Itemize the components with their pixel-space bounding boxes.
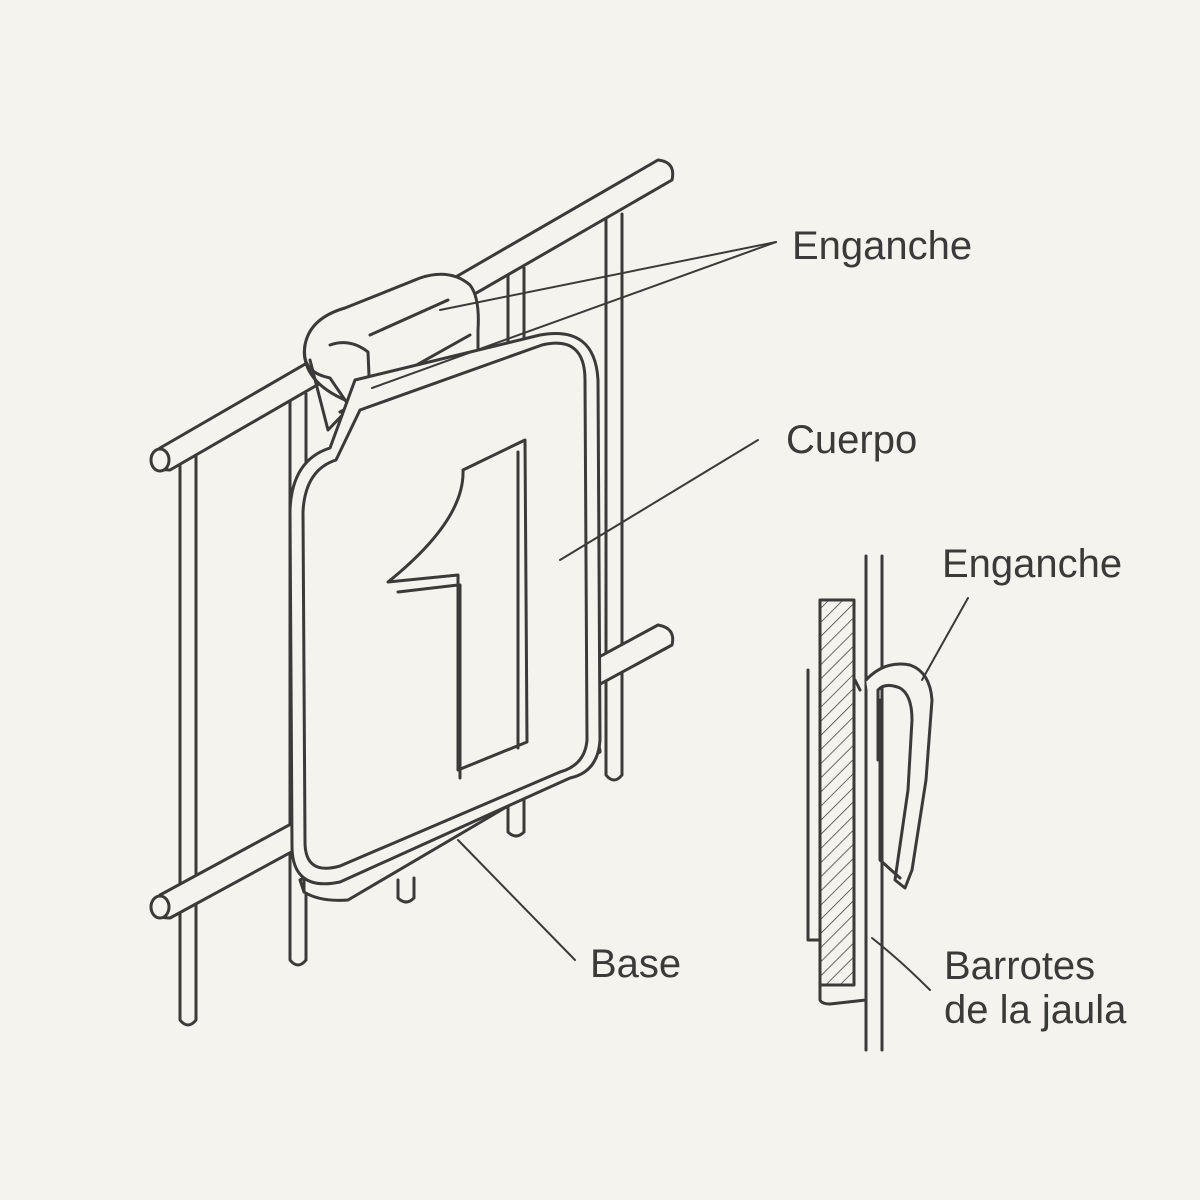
- plaque-number-1: [386, 438, 529, 780]
- side-plaque-section: [818, 598, 856, 987]
- plaque-body: [288, 332, 602, 886]
- vertical-bar: [178, 446, 198, 1027]
- leader-hook-side: [921, 597, 969, 681]
- leader-hook-main-2: [371, 241, 777, 389]
- label-hook-main: Enganche: [792, 224, 973, 268]
- label-hook-side: Enganche: [942, 542, 1123, 586]
- leader-body: [559, 439, 759, 561]
- label-cage-bars-line1: Barrotes: [944, 944, 1096, 988]
- side-hook-profile: [864, 662, 934, 890]
- side-section-view: [806, 554, 934, 1052]
- leader-lines: [371, 241, 969, 991]
- leader-hook-main: [439, 241, 777, 311]
- vertical-bar: [604, 212, 624, 782]
- label-body: Cuerpo: [786, 418, 918, 462]
- label-cage-bars: Barrotes de la jaula: [944, 944, 1126, 1032]
- label-base: Base: [590, 942, 682, 986]
- leader-bars: [871, 937, 931, 991]
- label-cage-bars-line2: de la jaula: [944, 988, 1127, 1032]
- leader-base: [457, 839, 576, 961]
